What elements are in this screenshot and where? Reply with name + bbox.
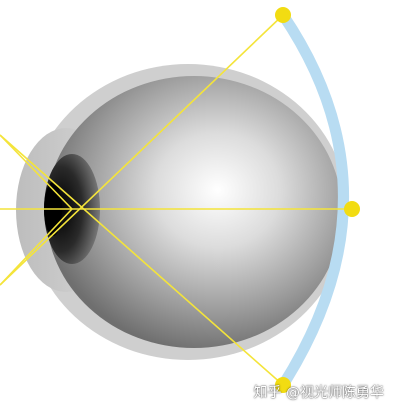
focus-point-top: [275, 7, 291, 23]
light-rays: [0, 14, 352, 386]
focus-point-center: [344, 201, 360, 217]
retina-arc: [278, 11, 349, 388]
ray-lower-in: [0, 208, 73, 286]
focus-point-bottom: [275, 377, 291, 393]
eyeball: [46, 76, 342, 348]
ray-upper-in: [0, 134, 73, 210]
ray-to-top: [0, 14, 284, 286]
watermark-text: 知乎 @视光师陈勇华: [253, 385, 384, 401]
ray-to-bottom: [0, 134, 284, 386]
